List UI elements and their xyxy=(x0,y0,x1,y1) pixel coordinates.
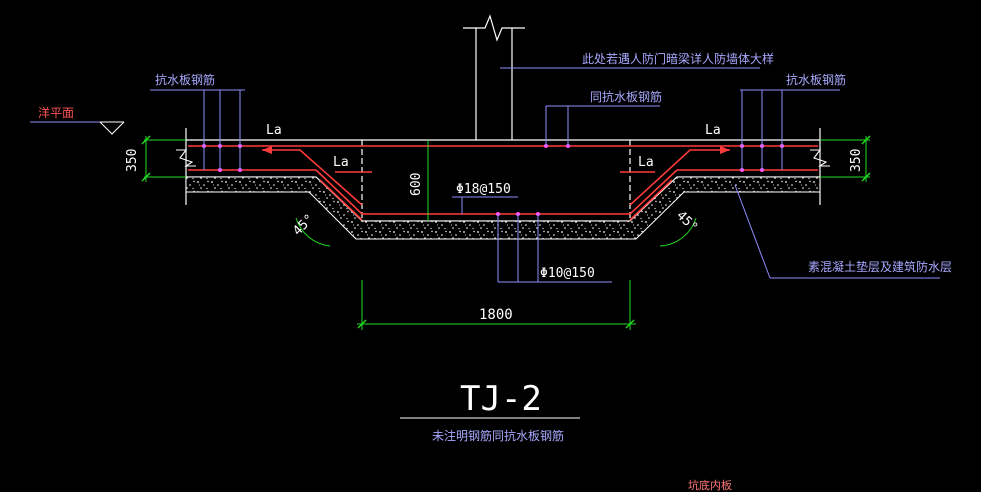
rebar-dots xyxy=(202,144,784,216)
dimension-350-left: 350 xyxy=(125,149,140,172)
corner-text: 坑底内板 xyxy=(688,478,732,492)
dimension-1800: 1800 xyxy=(479,307,513,323)
rebar-arrowheads xyxy=(262,146,730,154)
slab-break-symbols xyxy=(176,149,830,167)
water-level-label: 洋平面 xyxy=(38,105,74,120)
anti-water-rebar-label-left: 抗水板钢筋 xyxy=(155,72,215,87)
angle-label-right: 45° xyxy=(673,208,700,235)
la-label-top-right: La xyxy=(705,123,721,138)
la-label-inner-right: La xyxy=(638,155,654,170)
la-label-top-left: La xyxy=(266,123,282,138)
cushion-layer xyxy=(185,176,821,240)
dimension-ticks xyxy=(141,135,871,329)
column-break-symbol xyxy=(463,14,525,42)
dimension-350-right: 350 xyxy=(849,149,864,172)
air-defense-note: 此处若遇人防门暗梁详人防墙体大样 xyxy=(582,51,774,66)
concrete-layer-label: 素混凝土垫层及建筑防水层 xyxy=(808,259,952,274)
drawing-title: TJ-2 xyxy=(460,379,542,419)
rebar-spec-bottom: Φ10@150 xyxy=(540,266,595,281)
drawing-subtitle: 未注明钢筋同抗水板钢筋 xyxy=(432,428,564,443)
la-label-inner-left: La xyxy=(333,155,349,170)
water-level-symbol xyxy=(99,121,125,135)
angle-label-left: 45° xyxy=(290,212,317,239)
rebar-spec-top: Φ18@150 xyxy=(456,182,511,197)
anti-water-rebar-label-right: 抗水板钢筋 xyxy=(786,72,846,87)
leader-lines xyxy=(30,67,940,283)
dimension-lines xyxy=(144,136,870,330)
same-as-anti-water-label: 同抗水板钢筋 xyxy=(590,89,662,104)
dimension-600: 600 xyxy=(409,173,424,196)
